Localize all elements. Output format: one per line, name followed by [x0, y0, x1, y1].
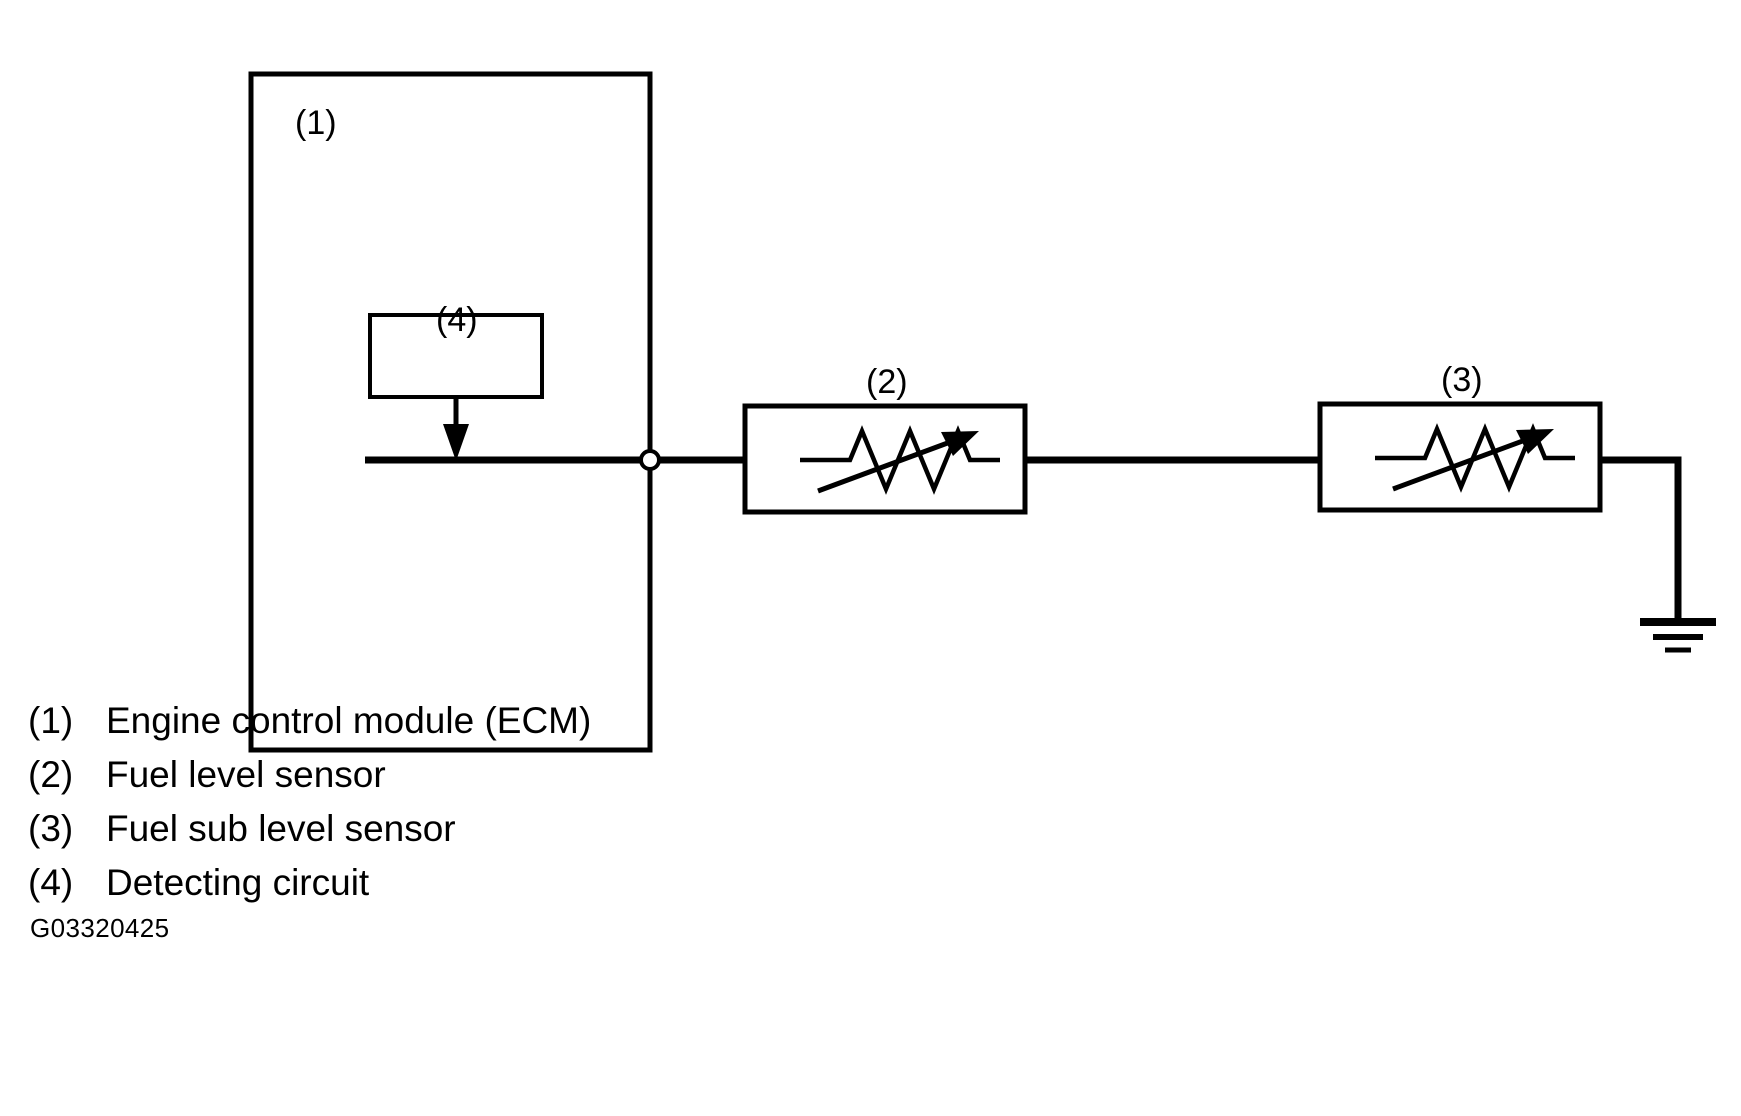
legend-key-1: (1): [28, 700, 74, 741]
ref-label-ecm: (1): [295, 104, 337, 142]
ref-label-fuel-level-sensor: (2): [866, 363, 908, 401]
fuel-sub-level-sensor-resistor-zigzag: [1375, 423, 1575, 493]
ecm-enclosure-box: [248, 71, 653, 753]
legend: (1) Engine control module (ECM) (2) Fuel…: [28, 700, 788, 916]
legend-key-4: (4): [28, 862, 74, 903]
fuel-level-sensor-resistor-zigzag: [800, 425, 1000, 495]
ground-wire: [1600, 456, 1682, 620]
legend-label-1: Engine control module (ECM): [106, 700, 592, 741]
legend-item-1: (1) Engine control module (ECM): [28, 700, 788, 750]
detecting-circuit-arrow-head: [443, 424, 469, 461]
figure-code: G03320425: [30, 913, 170, 943]
fuel-level-sensor-wiper-shaft: [817, 438, 954, 494]
legend-item-3: (3) Fuel sub level sensor: [28, 808, 788, 858]
fuel-sub-level-sensor-wiper-arrow-head: [1516, 429, 1554, 454]
legend-label-4: Detecting circuit: [106, 862, 370, 903]
legend-item-4: (4) Detecting circuit: [28, 862, 788, 912]
ecm-connector-junction: [639, 449, 661, 471]
legend-label-2: Fuel level sensor: [106, 754, 386, 795]
legend-label-3: Fuel sub level sensor: [106, 808, 456, 849]
ref-label-fuel-sub-level-sensor: (3): [1441, 361, 1483, 399]
legend-item-2: (2) Fuel level sensor: [28, 754, 788, 804]
fuel-sub-level-sensor-wiper-shaft: [1392, 436, 1529, 492]
legend-key-3: (3): [28, 808, 74, 849]
fuel-level-sensor-wiper-arrow-head: [941, 431, 979, 456]
legend-key-2: (2): [28, 754, 74, 795]
ref-label-detecting-circuit: (4): [436, 301, 478, 339]
